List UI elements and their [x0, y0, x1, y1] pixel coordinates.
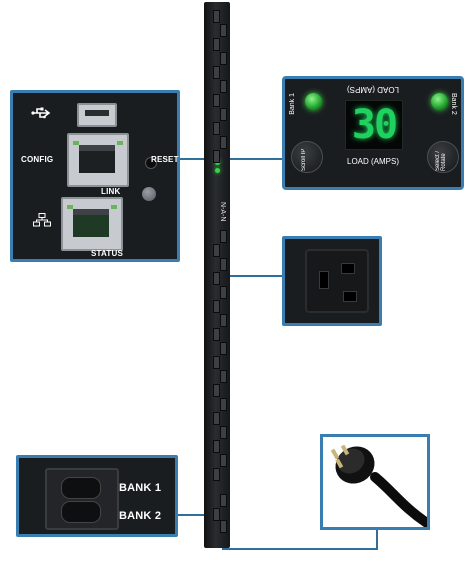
strip-outlet	[213, 412, 220, 425]
config-port-socket	[79, 145, 115, 173]
load-bottom-label: LOAD (AMPS)	[347, 157, 400, 166]
wire-display-panel	[230, 158, 282, 160]
bank1-label: BANK 1	[119, 482, 162, 494]
wire-bank-panel	[178, 514, 208, 516]
strip-outlet	[220, 454, 227, 467]
strip-outlet	[220, 80, 227, 93]
bank2-socket	[61, 501, 101, 523]
wire-left-panel	[178, 158, 208, 160]
strip-outlet	[213, 300, 220, 313]
pdu-strip: N-A-N	[204, 2, 230, 548]
status-port-led-left	[67, 205, 73, 209]
bank2-display-label: Bank 2	[450, 93, 457, 115]
wire-plug-horizontal	[222, 548, 378, 550]
scroll-ip-button[interactable]	[291, 141, 323, 173]
bank2-led	[431, 93, 448, 110]
config-ethernet-port[interactable]	[67, 133, 129, 187]
bank-socket-plate	[45, 468, 119, 530]
usb-icon	[31, 107, 53, 121]
strip-outlet	[220, 24, 227, 37]
strip-outlet	[213, 356, 220, 369]
strip-outlet	[213, 508, 220, 521]
strip-outlet	[220, 286, 227, 299]
scroll-ip-label: Scroll IP	[301, 148, 307, 171]
outlet-panel	[282, 236, 382, 326]
config-label: CONFIG	[21, 155, 54, 164]
strip-outlet	[213, 94, 220, 107]
load-amps-readout: 30	[345, 100, 403, 150]
strip-outlet	[220, 370, 227, 383]
strip-status-led-2	[215, 168, 220, 173]
status-port-led-right	[111, 205, 117, 209]
status-port-socket	[73, 209, 109, 237]
strip-outlet	[213, 122, 220, 135]
wire-outlet-panel	[230, 275, 282, 277]
strip-outlet	[213, 272, 220, 285]
config-port-led-left	[73, 141, 79, 145]
strip-outlet	[220, 494, 227, 507]
strip-outlet	[220, 108, 227, 121]
strip-outlet	[213, 38, 220, 51]
outlet-slot-top	[341, 263, 355, 274]
plug-panel	[320, 434, 432, 530]
strip-outlet	[213, 150, 220, 163]
strip-outlet	[220, 230, 227, 243]
reset-button[interactable]	[145, 157, 157, 169]
strip-outlet	[213, 440, 220, 453]
strip-outlet	[220, 398, 227, 411]
bank2-label: BANK 2	[119, 510, 162, 522]
select-rotate-label: Select / Rotate	[435, 150, 447, 171]
strip-outlet	[213, 468, 220, 481]
strip-outlet	[220, 314, 227, 327]
strip-outlet	[220, 426, 227, 439]
config-port-led-right	[117, 141, 123, 145]
bank1-led	[305, 93, 322, 110]
strip-outlet	[220, 342, 227, 355]
strip-outlet	[213, 10, 220, 23]
bank-input-panel: BANK 1 BANK 2	[16, 455, 178, 537]
outlet-slot-left	[319, 271, 329, 289]
strip-outlet	[213, 384, 220, 397]
status-indicator-button[interactable]	[142, 187, 156, 201]
usb-port[interactable]	[77, 103, 117, 127]
nema-outlet	[305, 249, 369, 313]
strip-outlet	[213, 66, 220, 79]
strip-outlet	[220, 136, 227, 149]
strip-outlet	[213, 244, 220, 257]
bank1-socket	[61, 477, 101, 499]
strip-outlet	[220, 520, 227, 533]
load-display-panel: Bank 1 Bank 2 LOAD (AMPS) 30 LOAD (AMPS)…	[282, 76, 464, 190]
status-ethernet-port[interactable]	[61, 197, 123, 251]
bank1-display-label: Bank 1	[289, 93, 296, 115]
reset-label: RESET	[151, 155, 179, 164]
status-label: STATUS	[91, 249, 124, 258]
strip-outlet	[213, 328, 220, 341]
wire-plug-vertical	[376, 528, 378, 550]
network-port-panel: CONFIG RESET LINK STATUS	[10, 90, 180, 262]
strip-outlet	[220, 258, 227, 271]
select-rotate-button[interactable]	[427, 141, 459, 173]
network-icon	[33, 213, 51, 229]
twist-lock-plug-icon	[330, 444, 432, 528]
link-label: LINK	[101, 187, 121, 196]
strip-label: N-A-N	[219, 202, 226, 222]
strip-outlet	[220, 52, 227, 65]
outlet-slot-bottom	[343, 291, 357, 302]
load-top-label: LOAD (AMPS)	[347, 85, 400, 94]
